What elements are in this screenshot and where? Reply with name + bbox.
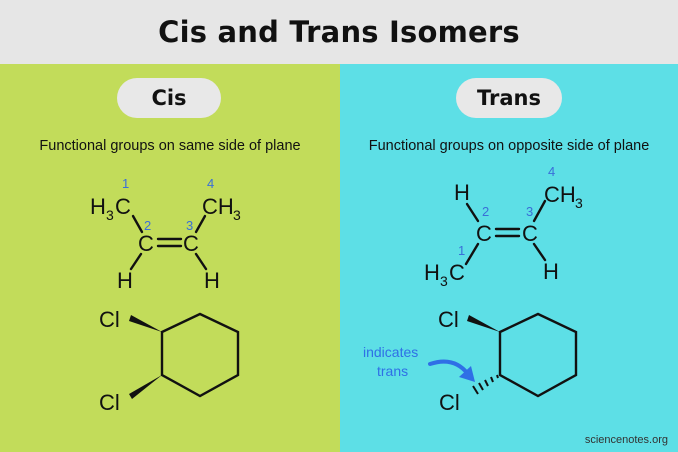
trans-bond-c2-c1 xyxy=(464,242,480,266)
cis-number-4: 4 xyxy=(207,176,214,191)
trans-ch3-subscript: 3 xyxy=(575,195,583,211)
trans-carbon-3: C xyxy=(522,221,538,246)
cis-carbon-2: C xyxy=(138,231,154,256)
annotation-line-1: indicates xyxy=(363,344,418,360)
annotation-arrow xyxy=(428,359,470,376)
trans-wedge-top xyxy=(467,315,500,332)
trans-bond-c3-c4 xyxy=(532,199,547,223)
cis-structures: 1 2 3 4 H 3 C CH 3 C C H H Cl Cl xyxy=(90,176,241,415)
cis-label: Cis xyxy=(117,78,221,118)
trans-structures: 4 2 3 1 H CH 3 C C H 3 C H xyxy=(363,164,583,415)
trans-description: Functional groups on opposite side of pl… xyxy=(368,138,650,154)
trans-cyclohexane-ring xyxy=(498,312,578,398)
cis-h3c-subscript: 3 xyxy=(106,207,114,223)
cis-butene: 1 2 3 4 H 3 C CH 3 C C H H xyxy=(90,176,241,293)
cis-ch3-subscript: 3 xyxy=(233,207,241,223)
title-banner: Cis and Trans Isomers xyxy=(0,0,678,64)
trans-chlorine-top: Cl xyxy=(438,307,459,332)
page-title: Cis and Trans Isomers xyxy=(158,15,520,49)
cis-bond-c3-h xyxy=(194,252,208,271)
cis-hydrogen-left: H xyxy=(117,268,133,293)
trans-carbon-2: C xyxy=(476,221,492,246)
cis-number-3: 3 xyxy=(186,218,193,233)
trans-annotation: indicates trans xyxy=(363,344,475,382)
trans-bond-c3-h xyxy=(532,242,547,262)
trans-butene: 4 2 3 1 H CH 3 C C H 3 C H xyxy=(424,164,583,289)
cis-hydrogen-right: H xyxy=(204,268,220,293)
trans-number-1: 1 xyxy=(458,243,465,258)
cis-cyclohexane-ring xyxy=(160,312,240,398)
cis-number-1: 1 xyxy=(122,176,129,191)
trans-panel: Trans Functional groups on opposite side… xyxy=(340,64,678,452)
trans-bond-h-c2 xyxy=(465,202,480,223)
cis-description: Functional groups on same side of plane xyxy=(39,138,301,154)
annotation-line-2: trans xyxy=(377,363,408,379)
cis-bond-c3-c4 xyxy=(194,214,207,234)
cis-chlorine-top: Cl xyxy=(99,307,120,332)
trans-number-3: 3 xyxy=(526,204,533,219)
cis-dichlorocyclohexane: Cl Cl xyxy=(99,307,240,415)
trans-h3c-h: H xyxy=(424,260,440,285)
trans-hashed-wedge xyxy=(472,374,499,395)
cis-h3c-c: C xyxy=(115,194,131,219)
trans-number-2: 2 xyxy=(482,204,489,219)
cis-wedge-bottom xyxy=(129,375,162,399)
trans-dichlorocyclohexane: Cl Cl xyxy=(438,307,578,415)
cis-wedge-top xyxy=(129,315,162,332)
trans-hydrogen-top: H xyxy=(454,180,470,205)
cis-carbon-3: C xyxy=(183,231,199,256)
cis-bond-c1-c2 xyxy=(131,214,144,234)
cis-chlorine-bottom: Cl xyxy=(99,390,120,415)
cis-h3c-h: H xyxy=(90,194,106,219)
trans-chlorine-bottom: Cl xyxy=(439,390,460,415)
trans-h3c-c: C xyxy=(449,260,465,285)
cis-panel: Cis Functional groups on same side of pl… xyxy=(0,64,340,452)
trans-number-4: 4 xyxy=(548,164,555,179)
cis-bond-c2-h xyxy=(129,252,143,271)
trans-h3c-subscript: 3 xyxy=(440,273,448,289)
trans-hydrogen-bottom: H xyxy=(543,259,559,284)
source-credit: sciencenotes.org xyxy=(584,434,668,446)
cis-number-2: 2 xyxy=(144,218,151,233)
annotation-arrowhead xyxy=(459,366,475,382)
trans-ch3: CH xyxy=(544,182,576,207)
trans-label: Trans xyxy=(456,78,562,118)
cis-ch3: CH xyxy=(202,194,234,219)
